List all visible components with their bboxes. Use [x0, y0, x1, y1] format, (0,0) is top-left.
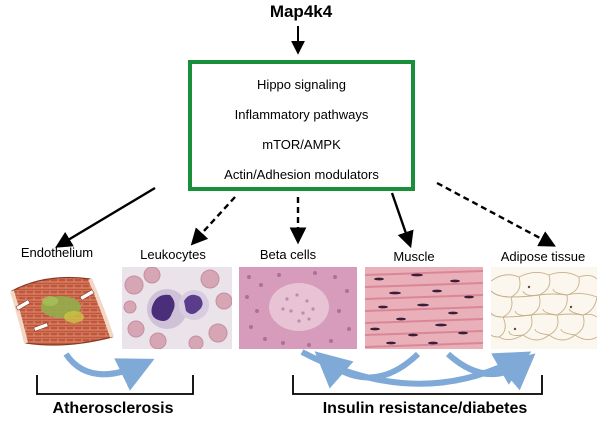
outcome-atherosclerosis: Atherosclerosis	[52, 400, 174, 417]
adipose-tissue-image	[491, 267, 597, 349]
curve-endothelium-leukocytes	[63, 352, 155, 391]
label-endothelium: Endothelium	[20, 245, 94, 260]
curve-muscle-to-beta	[314, 351, 421, 389]
bracket-atherosclerosis	[36, 375, 194, 395]
pathway-inflammatory: Inflammatory pathways	[234, 107, 369, 122]
curve-muscle-to-adipose	[445, 351, 536, 391]
leukocytes-image	[122, 267, 232, 349]
arrow-to-muscle	[390, 192, 414, 249]
beta-cells-image	[239, 267, 357, 349]
pathway-actin-adhesion: Actin/Adhesion modulators	[224, 167, 379, 182]
pathway-hippo: Hippo signaling	[257, 77, 346, 92]
arrow-to-adipose	[436, 181, 556, 247]
pathway-box: Hippo signaling Inflammatory pathways mT…	[188, 60, 415, 191]
arrow-to-endothelium	[55, 186, 156, 248]
label-leukocytes: Leukocytes	[140, 247, 206, 262]
bracket-insulin-resistance	[292, 375, 543, 395]
outcome-insulin-resistance: Insulin resistance/diabetes	[322, 400, 528, 417]
label-beta-cells: Beta cells	[259, 247, 317, 262]
arrow-to-leukocytes	[190, 196, 236, 246]
label-muscle: Muscle	[393, 249, 435, 264]
muscle-image	[365, 267, 483, 349]
endothelium-image	[6, 267, 116, 349]
map4k4-title: Map4k4	[269, 2, 333, 21]
pathway-mtor-ampk: mTOR/AMPK	[262, 137, 341, 152]
label-adipose-tissue: Adipose tissue	[500, 249, 586, 264]
